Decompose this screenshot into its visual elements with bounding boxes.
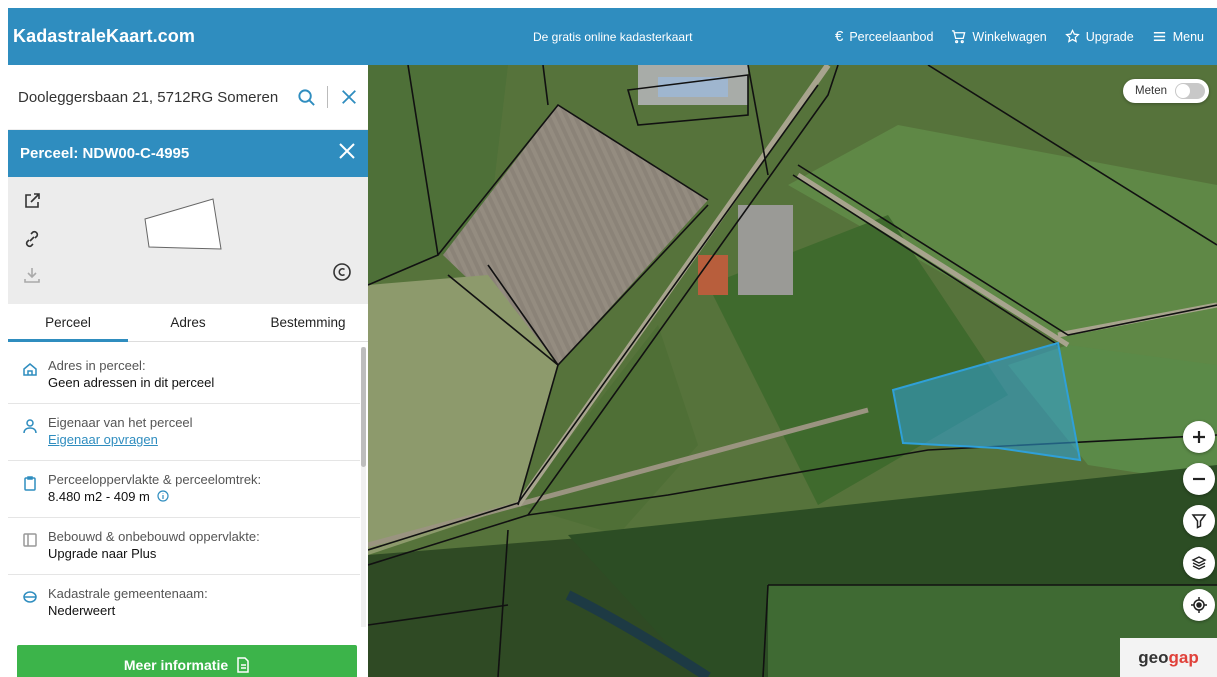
info-value: Geen adressen in dit perceel <box>48 375 215 390</box>
info-label: Perceeloppervlakte & perceelomtrek: <box>48 472 262 487</box>
tab-perceel[interactable]: Perceel <box>8 304 128 342</box>
sidebar-panel: Dooleggersbaan 21, 5712RG Someren Percee… <box>8 65 368 677</box>
nav-label: Menu <box>1172 29 1204 44</box>
tab-adres[interactable]: Adres <box>170 315 206 330</box>
nav-label: Perceelaanbod <box>849 29 934 44</box>
nav-upgrade[interactable]: Upgrade <box>1064 29 1134 44</box>
clipboard-icon <box>24 476 36 491</box>
parcel-info-list: Adres in perceel: Geen adressen in dit p… <box>8 347 360 627</box>
measure-label: Meten <box>1135 85 1167 97</box>
info-icon[interactable] <box>156 490 169 502</box>
more-info-button[interactable]: Meer informatie <box>17 645 357 677</box>
minus-icon <box>1193 477 1205 481</box>
map-area-icon <box>23 591 37 603</box>
search-bar: Dooleggersbaan 21, 5712RG Someren <box>8 65 368 130</box>
nav-label: Winkelwagen <box>972 29 1047 44</box>
panel-icon <box>23 533 37 547</box>
info-label: Bebouwd & onbebouwd oppervlakte: <box>48 529 260 544</box>
info-label: Kadastrale gemeentenaam: <box>48 586 208 601</box>
home-icon <box>23 363 37 376</box>
geogap-prefix: geo <box>1138 647 1169 667</box>
cart-icon <box>952 30 966 44</box>
external-link-icon[interactable] <box>22 191 42 211</box>
tab-bestemming[interactable]: Bestemming <box>270 315 346 330</box>
map-satellite-layer <box>368 65 1217 677</box>
parcel-preview <box>8 177 368 304</box>
document-icon <box>237 657 249 673</box>
target-icon <box>1191 597 1207 613</box>
close-parcel-button[interactable] <box>338 142 356 165</box>
info-item-municipality: Kadastrale gemeentenaam: Nederweert <box>8 575 360 627</box>
filter-icon <box>1191 514 1207 529</box>
download-icon[interactable] <box>22 265 42 285</box>
info-item-built-area: Bebouwd & onbebouwd oppervlakte: Upgrade… <box>8 518 360 575</box>
zoom-out-button[interactable] <box>1183 463 1215 495</box>
request-owner-link[interactable]: Eigenaar opvragen <box>48 432 158 447</box>
euro-icon: € <box>834 28 844 45</box>
info-scrollbar[interactable] <box>361 347 366 627</box>
plus-icon <box>1193 431 1205 443</box>
parcel-shape-thumbnail <box>144 198 222 250</box>
tagline: De gratis online kadasterkaart <box>533 29 693 44</box>
clear-search-icon[interactable] <box>338 86 360 108</box>
close-icon <box>339 143 355 159</box>
toggle-switch[interactable] <box>1175 83 1205 99</box>
info-item-area: Perceeloppervlakte & perceelomtrek: 8.48… <box>8 461 360 518</box>
filter-button[interactable] <box>1183 505 1215 537</box>
search-input[interactable]: Dooleggersbaan 21, 5712RG Someren <box>18 88 279 106</box>
link-icon[interactable] <box>22 229 42 249</box>
nav-winkelwagen[interactable]: Winkelwagen <box>951 29 1047 44</box>
locate-button[interactable] <box>1183 589 1215 621</box>
user-icon <box>23 419 37 434</box>
parcel-header: Perceel: NDW00-C-4995 <box>8 130 368 177</box>
search-icon[interactable] <box>295 86 317 108</box>
zoom-in-button[interactable] <box>1183 421 1215 453</box>
star-icon <box>1064 29 1080 43</box>
search-divider <box>327 86 328 108</box>
info-value: Nederweert <box>48 603 116 618</box>
geogap-suffix: gap <box>1168 647 1199 667</box>
measure-toggle[interactable]: Meten <box>1123 79 1209 103</box>
nav-menu[interactable]: Menu <box>1152 29 1204 44</box>
selected-parcel-highlight <box>891 341 1082 462</box>
more-info-label: Meer informatie <box>123 657 229 673</box>
copyright-icon[interactable] <box>332 262 352 282</box>
top-bar: KadastraleKaart.com De gratis online kad… <box>8 8 1217 65</box>
main-nav: € Perceelaanbod Winkelwagen Upgrade Menu <box>835 28 1204 45</box>
info-value: 8.480 m2 - 409 m <box>48 489 150 504</box>
layers-button[interactable] <box>1183 547 1215 579</box>
layers-icon <box>1191 556 1207 570</box>
info-label: Adres in perceel: <box>48 358 146 373</box>
info-item-owner: Eigenaar van het perceel Eigenaar opvrag… <box>8 404 360 461</box>
nav-label: Upgrade <box>1085 29 1134 44</box>
upgrade-plus-value[interactable]: Upgrade naar Plus <box>48 546 157 561</box>
info-label: Eigenaar van het perceel <box>48 415 193 430</box>
nav-perceelaanbod[interactable]: € Perceelaanbod <box>835 28 933 45</box>
hamburger-icon <box>1153 32 1165 41</box>
info-item-address: Adres in perceel: Geen adressen in dit p… <box>8 347 360 404</box>
parcel-title: Perceel: NDW00-C-4995 <box>20 145 190 162</box>
brand-logo[interactable]: KadastraleKaart.com <box>13 26 195 46</box>
scrollbar-thumb[interactable] <box>361 347 366 467</box>
parcel-tabs: Perceel Adres Bestemming <box>8 304 368 342</box>
